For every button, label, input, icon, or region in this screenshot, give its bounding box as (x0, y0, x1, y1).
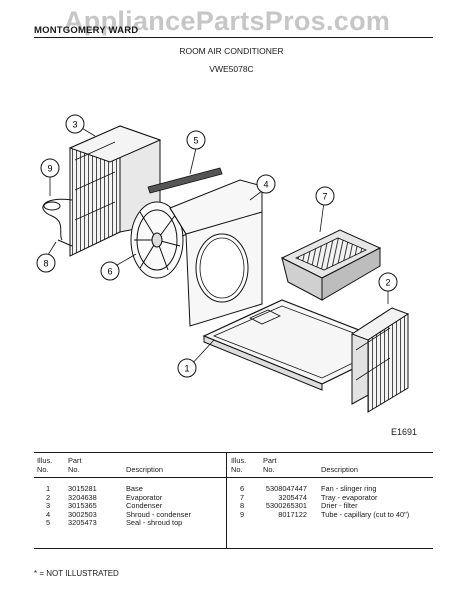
parts-table-left: Illus. Part No. No. Description (34, 456, 224, 475)
svg-text:8: 8 (43, 259, 48, 269)
table-header-rule (34, 477, 433, 478)
callout-4: 4 (256, 174, 276, 194)
col-description-header: Description (321, 464, 358, 474)
table-row: 9 8017122 Tube - capillary (cut to 40") (239, 509, 410, 519)
parts-rows-left: 1 3015281 Base 2 3204638 Evaporator 3 30… (34, 484, 224, 528)
col-illus-header: No. (37, 464, 49, 474)
col-description-header: Description (126, 464, 163, 474)
col-illus-header: No. (231, 464, 243, 474)
svg-text:6: 6 (107, 267, 112, 277)
svg-text:2: 2 (385, 278, 390, 288)
col-illus-header: Illus. (231, 456, 247, 465)
svg-text:4: 4 (263, 180, 268, 190)
header-rule (34, 37, 433, 38)
evaporator-part (350, 307, 410, 413)
exploded-diagram: 3 5 4 7 9 8 6 2 1 (36, 114, 410, 413)
table-header-row: Illus. Part (34, 456, 224, 466)
brand-name: MONTGOMERY WARD (34, 25, 139, 36)
col-part-header: No. (68, 464, 80, 474)
watermark: AppliancePartsPros.com (64, 6, 391, 36)
model-number: VWE5078C (209, 64, 254, 74)
fan-slinger-ring-part (130, 201, 199, 279)
table-row: 6 5308047447 Fan - slinger ring (239, 484, 377, 493)
callout-1: 1 (177, 358, 197, 378)
callout-5: 5 (186, 130, 206, 150)
table-bottom-rule (34, 548, 433, 549)
table-row: 8 5300265301 Drier - filter (239, 501, 358, 511)
svg-text:3: 3 (72, 120, 77, 130)
footnote: * = NOT ILLUSTRATED (34, 569, 119, 578)
col-part-header: Part (263, 456, 277, 465)
col-part-header: No. (263, 464, 275, 474)
callout-2: 2 (378, 272, 398, 292)
svg-text:9: 9 (47, 164, 52, 174)
table-header-row: Illus. Part (229, 456, 433, 466)
col-part-header: Part (68, 456, 82, 465)
shroud-condenser-part (169, 179, 263, 327)
condenser-part (68, 125, 162, 257)
table-row: 7 3205474 Tray - evaporator (239, 492, 378, 502)
svg-text:5: 5 (193, 136, 198, 146)
table-top-rule (34, 452, 433, 453)
svg-text:7: 7 (322, 192, 327, 202)
col-illus-header: Illus. (37, 456, 53, 465)
table-row: 2 3204638 Evaporator (45, 492, 163, 502)
table-row: 4 3002503 Shroud - condenser (45, 509, 191, 519)
evaporator-tray-part (280, 229, 382, 301)
diagram-code: E1691 (391, 427, 418, 437)
callout-3: 3 (65, 114, 85, 134)
table-header-row: No. No. Description (229, 464, 433, 475)
callout-6: 6 (100, 261, 120, 281)
parts-table-right: Illus. Part No. No. Description (229, 456, 433, 475)
callout-9: 9 (40, 158, 60, 178)
svg-text:1: 1 (184, 364, 189, 374)
table-row: 1 3015281 Base (45, 484, 143, 493)
table-column-divider (226, 452, 227, 548)
table-row: 5 3205473 Seal - shroud top (45, 518, 183, 528)
table-header-row: No. No. Description (34, 464, 224, 475)
page-title: ROOM AIR CONDITIONER (179, 46, 284, 56)
table-row: 3 3015365 Condenser (45, 501, 163, 511)
capillary-tube-part (42, 198, 73, 247)
parts-rows-right: 6 5308047447 Fan - slinger ring 7 320547… (229, 484, 433, 519)
callout-7: 7 (315, 186, 335, 206)
callout-8: 8 (36, 253, 56, 273)
seal-shroud-top-part (147, 167, 223, 194)
